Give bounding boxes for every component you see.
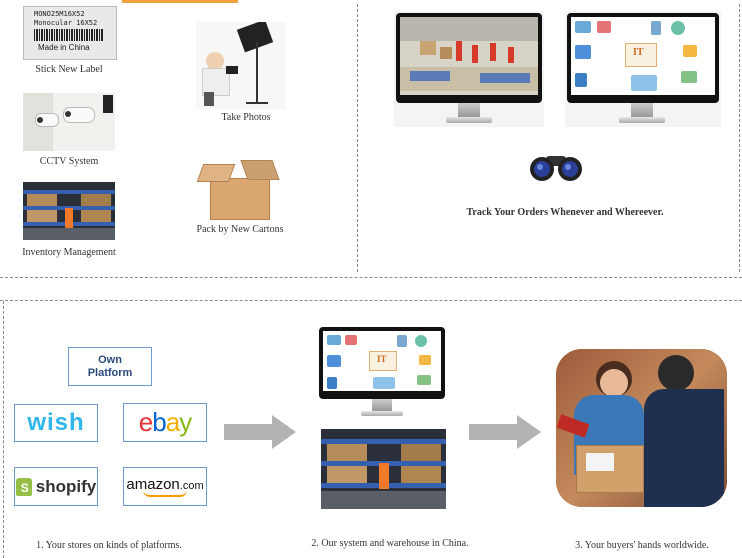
ebay-logo: ebay — [138, 407, 192, 437]
caption-cctv: CCTV System — [39, 156, 99, 167]
caption-pack: Pack by New Cartons — [196, 224, 284, 235]
warehouse-shelves-image — [23, 182, 115, 240]
it-label-top: IT — [633, 47, 644, 58]
cctv-camera-image — [23, 93, 115, 151]
monitor-warehouse — [394, 11, 544, 127]
top-divider-right — [739, 4, 740, 272]
amazon-logo: amazon.com — [126, 476, 204, 493]
own-platform-box: Own Platform — [68, 347, 152, 386]
monitor-it-system: IT — [565, 11, 721, 127]
delivery-photo — [556, 349, 727, 507]
warehouse-shelves-image-bottom — [321, 429, 446, 509]
label-line-1: MONO25M16X52 — [34, 10, 85, 18]
barcode — [34, 29, 104, 41]
caption-step-1: 1. Your stores on kinds of platforms. — [36, 540, 182, 551]
caption-track-orders: Track Your Orders Whenever and Whereever… — [466, 207, 664, 218]
wish-logo: wish — [27, 409, 85, 436]
it-label-bottom: IT — [377, 354, 387, 364]
ebay-logo-box: ebay — [123, 403, 207, 442]
wish-logo-box: wish — [14, 404, 98, 442]
label-line-2: Monocular 16X52 — [34, 19, 98, 27]
top-bottom-divider — [0, 277, 742, 278]
bottom-top-divider — [0, 300, 742, 301]
cardboard-carton-image — [196, 152, 283, 222]
shopify-bag-icon: S — [15, 477, 32, 496]
caption-inventory: Inventory Management — [22, 247, 116, 258]
amazon-logo-box: amazon.com — [123, 467, 207, 506]
own-platform-label: Own Platform — [87, 353, 133, 379]
shopify-logo: shopify — [35, 476, 97, 496]
label-line-3: Made in China — [38, 43, 90, 52]
amazon-smile-icon — [143, 490, 187, 497]
shopify-logo-box: S shopify — [14, 467, 98, 506]
caption-step-2: 2. Our system and warehouse in China. — [311, 538, 469, 549]
arrow-right-2 — [469, 415, 541, 449]
monitor-it-system-bottom: IT — [319, 327, 445, 422]
caption-stick-label: Stick New Label — [35, 64, 103, 75]
top-divider-left — [357, 4, 358, 272]
caption-take-photos: Take Photos — [221, 112, 271, 123]
bottom-left-border — [3, 301, 4, 558]
barcode-label-image: MONO25M16X52 Monocular 16X52 Made in Chi… — [23, 6, 117, 60]
binoculars-icon — [528, 152, 584, 182]
photo-studio-image — [196, 22, 286, 109]
arrow-right-1 — [224, 415, 296, 449]
top-accent-bar — [122, 0, 238, 3]
caption-step-3: 3. Your buyers' hands worldwide. — [575, 540, 709, 551]
